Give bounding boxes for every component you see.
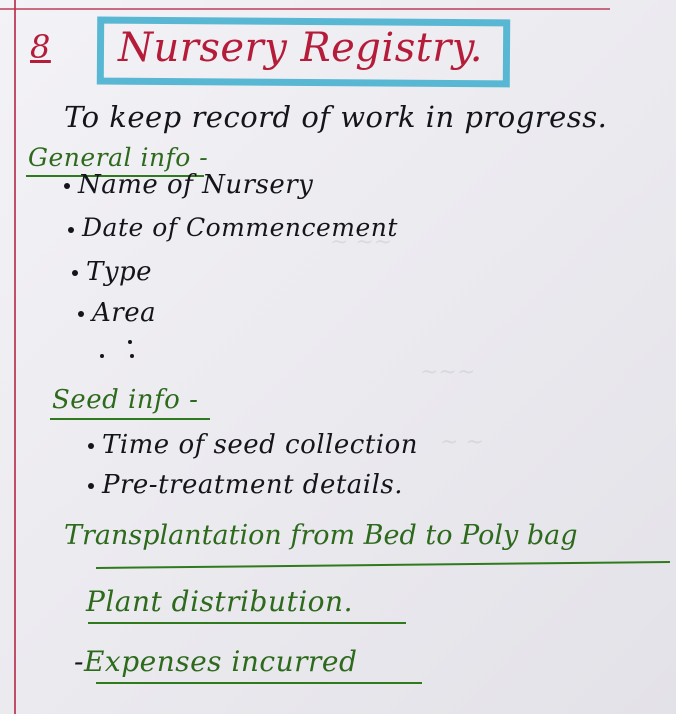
bullet-icon xyxy=(64,183,70,189)
heading-underline xyxy=(50,418,210,420)
margin-line xyxy=(14,0,16,714)
list-item: Type xyxy=(72,257,152,287)
heading-plant-distribution: Plant distribution. xyxy=(86,585,353,618)
section-heading-general-info: General info - xyxy=(28,143,209,172)
list-item: Area xyxy=(78,298,156,328)
list-item: Date of Commencement xyxy=(68,213,398,242)
heading-underline xyxy=(88,622,406,624)
bullet-icon xyxy=(88,483,94,489)
bleed-through-text: ~~~ xyxy=(420,360,476,385)
bullet-icon xyxy=(88,443,94,449)
list-item: Time of seed collection xyxy=(88,430,418,460)
bullet-icon xyxy=(72,270,78,276)
list-item: Pre-treatment details. xyxy=(88,470,403,500)
heading-expenses: -Expenses incurred xyxy=(74,645,358,678)
page-subtitle: To keep record of work in progress. xyxy=(64,100,608,134)
continuation-dots xyxy=(98,338,158,368)
bullet-icon xyxy=(68,226,74,233)
heading-underline xyxy=(95,560,670,569)
bleed-through-text: ~ ~ xyxy=(440,430,484,455)
list-item: Name of Nursery xyxy=(64,170,313,200)
bullet-icon xyxy=(78,311,84,317)
page-title: Nursery Registry. xyxy=(118,25,483,71)
heading-underline xyxy=(96,682,422,684)
heading-underline xyxy=(26,175,204,177)
item-number: 8 xyxy=(30,28,51,66)
top-rule-line xyxy=(0,8,610,10)
bleed-through-text: ~ ~~ xyxy=(330,230,393,255)
heading-transplantation: Transplantation from Bed to Poly bag xyxy=(64,520,578,551)
section-heading-seed-info: Seed info - xyxy=(52,385,199,415)
